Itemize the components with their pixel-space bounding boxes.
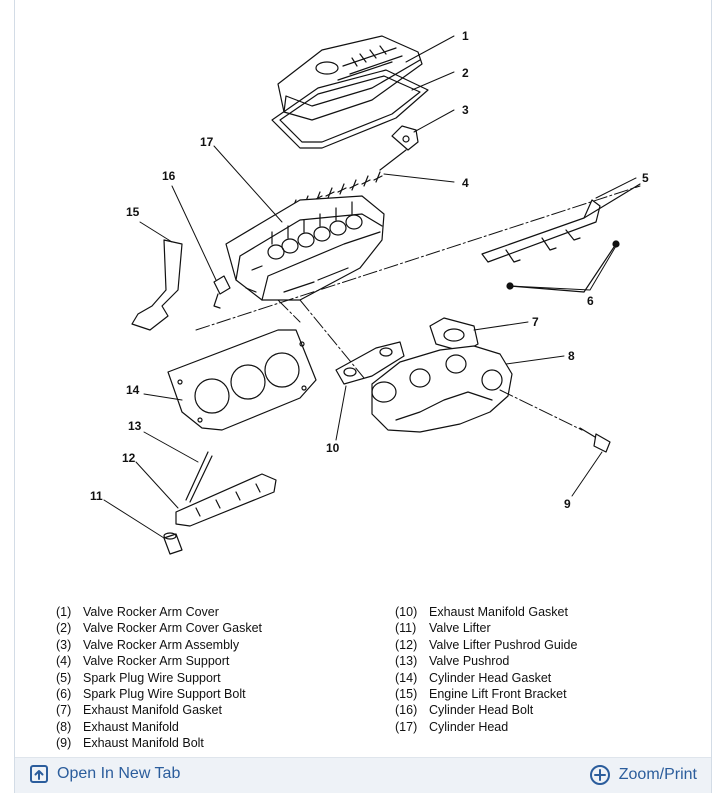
cylinder-head-bolt: [213, 275, 231, 309]
callout-7: 7: [532, 315, 539, 329]
legend-item: (1)Valve Rocker Arm Cover: [56, 605, 219, 619]
callout-3: 3: [462, 103, 469, 117]
callout-8: 8: [568, 349, 575, 363]
valve-rocker-arm-cover-gasket: [271, 69, 429, 149]
callout-13: 13: [128, 419, 142, 433]
legend-item: (5)Spark Plug Wire Support: [56, 670, 221, 685]
callout-4: 4: [462, 176, 469, 190]
exhaust-manifold-gasket: [429, 317, 479, 353]
spark-plug-wire-support: [481, 183, 641, 263]
legend-item: (11)Valve Lifter: [395, 621, 491, 636]
legend-item: (9)Exhaust Manifold Bolt: [56, 736, 204, 751]
valve-lifter-pushrod-guide: [175, 473, 277, 527]
open-in-new-tab-button[interactable]: Open In New Tab: [29, 764, 180, 784]
callout-14: 14: [126, 383, 140, 397]
callout-16: 16: [162, 169, 176, 183]
valve-rocker-arm-assembly: [379, 125, 419, 171]
legend-item: (8)Exhaust Manifold: [56, 719, 179, 734]
legend-item: (4)Valve Rocker Arm Support: [56, 654, 230, 669]
legend-item: (17)Cylinder Head: [395, 719, 509, 734]
callout-11: 11: [90, 489, 103, 503]
cylinder-head-gasket: [167, 329, 317, 431]
callout-12: 12: [122, 451, 136, 465]
cylinder-head: [225, 195, 385, 301]
legend-item: (10)Exhaust Manifold Gasket: [395, 605, 568, 619]
legend-item: (2)Valve Rocker Arm Cover Gasket: [56, 621, 262, 636]
legend-item: (3)Valve Rocker Arm Assembly: [56, 637, 240, 652]
callout-17: 17: [200, 135, 214, 149]
legend-item: (7)Exhaust Manifold Gasket: [56, 703, 222, 718]
parts-legend-left: (1)Valve Rocker Arm Cover (2)Valve Rocke…: [56, 604, 262, 752]
open-in-new-tab-icon: [30, 765, 48, 783]
open-in-new-tab-label: Open In New Tab: [57, 765, 181, 782]
exhaust-manifold-gasket-left: [335, 341, 405, 385]
exhaust-manifold: [371, 345, 513, 433]
legend-item: (6)Spark Plug Wire Support Bolt: [56, 687, 246, 702]
parts-legend-right: (10)Exhaust Manifold Gasket (11)Valve Li…: [395, 604, 577, 735]
valve-lifter: [163, 532, 183, 555]
callout-1: 1: [462, 29, 469, 43]
engine-lift-front-bracket: [131, 239, 183, 331]
legend-item: (13)Valve Pushrod: [395, 654, 510, 669]
legend-item: (16)Cylinder Head Bolt: [395, 703, 534, 718]
callout-10: 10: [326, 441, 340, 455]
diagram-frame: [14, 0, 712, 793]
callout-15: 15: [126, 205, 140, 219]
valve-rocker-arm-cover: [277, 35, 423, 121]
zoom-print-label: Zoom/Print: [618, 766, 697, 783]
legend-item: (15)Engine Lift Front Bracket: [395, 687, 567, 702]
zoom-print-button[interactable]: Zoom/Print: [589, 764, 697, 786]
callout-5: 5: [642, 171, 649, 185]
image-toolbar: Open In New Tab Zoom/Print: [15, 757, 711, 793]
valve-pushrod: [185, 451, 213, 503]
callout-2: 2: [462, 66, 469, 80]
callout-6: 6: [587, 294, 594, 308]
zoom-plus-icon: [589, 765, 610, 785]
legend-item: (12)Valve Lifter Pushrod Guide: [395, 637, 578, 652]
exploded-engine-diagram: 1 2 3 4 5 6 7 8 9 10 11 12 13 14 15 16 1…: [90, 29, 649, 555]
exhaust-manifold-bolt: [579, 427, 611, 453]
legend-item: (14)Cylinder Head Gasket: [395, 670, 552, 685]
callout-9: 9: [564, 497, 571, 511]
